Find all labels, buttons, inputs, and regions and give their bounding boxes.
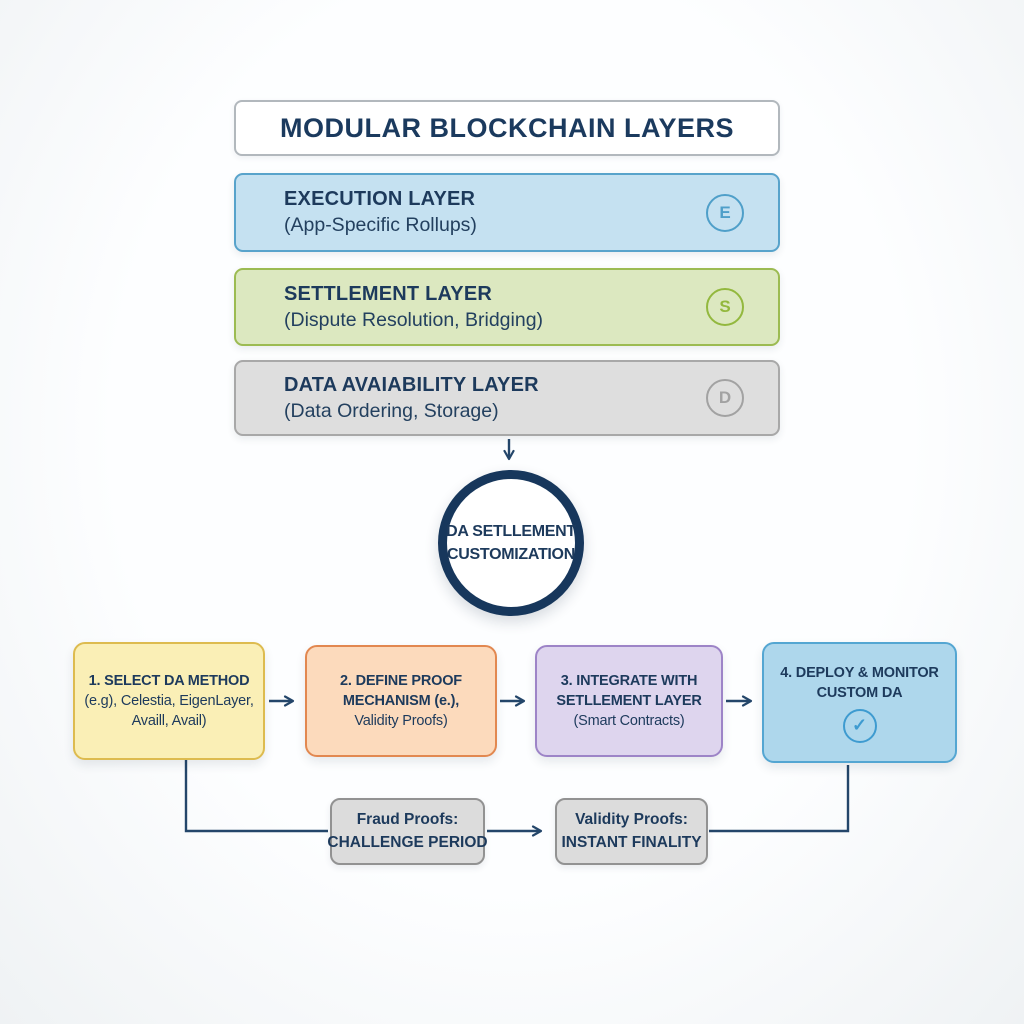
hub-circle-da-settlement-customization: DA SETLLEMENT CUSTOMIZATION <box>438 470 584 616</box>
step2-line1: 2. DEFINE PROOF <box>340 673 462 689</box>
execution-badge-icon: E <box>706 193 744 232</box>
outcome-box-fraud-proofs: Fraud Proofs: CHALLENGE PERIOD <box>327 798 488 865</box>
outcome-box-validity-proofs: Validity Proofs: INSTANT FINALITY <box>555 798 708 865</box>
step1-line3: Availl, Avail) <box>131 713 207 729</box>
layer-box-settlement: SETTLEMENT LAYER (Dispute Resolution, Br… <box>234 268 780 346</box>
step3-line3: (Smart Contracts) <box>573 713 685 729</box>
data-availability-layer-subtitle: (Data Ordering, Storage) <box>284 399 499 422</box>
execution-layer-subtitle: (App-Specific Rollups) <box>284 214 477 236</box>
step1-line2: (e.g), Celestia, EigenLayer, <box>84 693 254 709</box>
layer-box-data-availability: DATA AVAIABILITY LAYER (Data Ordering, S… <box>234 360 780 436</box>
data-availability-layer-title: DATA AVAIABILITY LAYER <box>284 373 539 396</box>
layer-box-execution: EXECUTION LAYER (App-Specific Rollups) E <box>234 173 780 252</box>
step-box-select-da-method: 1. SELECT DA METHOD (e.g), Celestia, Eig… <box>73 642 265 760</box>
data-availability-badge-icon: D <box>706 379 744 417</box>
execution-layer-title: EXECUTION LAYER <box>284 188 476 210</box>
step-box-define-proof-mechanism: 2. DEFINE PROOF MECHANISM (e.), Validity… <box>305 645 497 757</box>
elbow-validity-to-step4-line <box>709 765 850 833</box>
page-title: MODULAR BLOCKCHAIN LAYERS <box>279 112 734 143</box>
step3-line2: SETLLEMENT LAYER <box>556 693 702 709</box>
validity-proofs-value: INSTANT FINALITY <box>561 833 702 851</box>
step4-line1: 4. DEPLOY & MONITOR <box>780 664 939 681</box>
diagram-title-box: MODULAR BLOCKCHAIN LAYERS <box>234 100 780 156</box>
execution-layer-text: EXECUTION LAYER (App-Specific Rollups) <box>284 188 706 237</box>
hub-line1: DA SETLLEMENT <box>446 522 576 540</box>
step-box-integrate-settlement-layer: 3. INTEGRATE WITH SETLLEMENT LAYER (Smar… <box>535 645 723 757</box>
settlement-badge-icon: S <box>706 288 744 326</box>
step4-line2: CUSTOM DA <box>816 684 903 701</box>
step3-line1: 3. INTEGRATE WITH <box>560 673 698 689</box>
data-availability-layer-text: DATA AVAIABILITY LAYER (Data Ordering, S… <box>284 374 706 423</box>
step2-line2: MECHANISM (e.), <box>342 693 460 709</box>
validity-proofs-label: Validity Proofs: <box>575 811 688 829</box>
step1-line1: 1. SELECT DA METHOD <box>88 673 250 689</box>
hub-line2: CUSTOMIZATION <box>447 546 575 563</box>
settlement-layer-subtitle: (Dispute Resolution, Bridging) <box>284 308 544 331</box>
elbow-step1-to-fraud-line <box>184 760 328 833</box>
fraud-proofs-label: Fraud Proofs: <box>356 811 459 829</box>
step-box-deploy-monitor-custom-da: 4. DEPLOY & MONITOR CUSTOM DA ✓ <box>762 642 957 763</box>
settlement-layer-text: SETTLEMENT LAYER (Dispute Resolution, Br… <box>284 283 706 332</box>
settlement-layer-title: SETTLEMENT LAYER <box>284 282 493 305</box>
step2-line3: Validity Proofs) <box>354 713 448 729</box>
fraud-proofs-value: CHALLENGE PERIOD <box>327 833 488 851</box>
check-icon: ✓ <box>842 708 877 743</box>
